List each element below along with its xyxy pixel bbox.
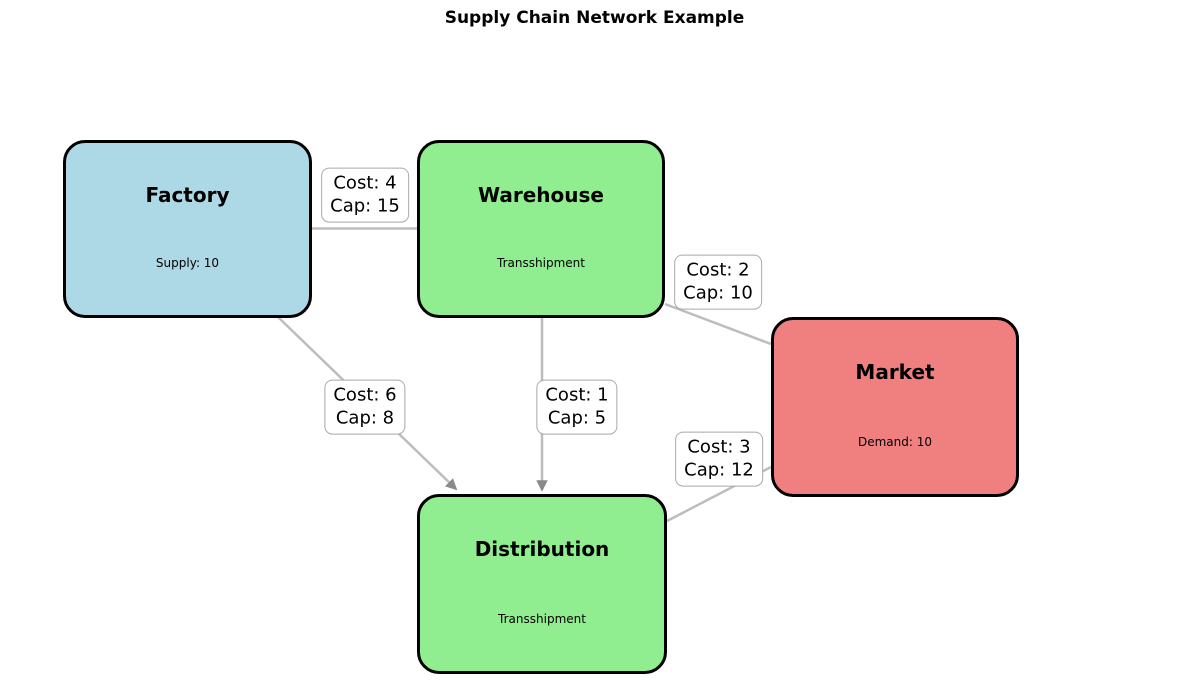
- edge-label-warehouse-distribution: Cost: 1 Cap: 5: [536, 379, 618, 435]
- node-sublabel: Transshipment: [497, 256, 585, 271]
- edge-cap-label: Cap: 12: [684, 460, 754, 481]
- edge-cap-label: Cap: 15: [330, 196, 400, 217]
- edge-cap-label: Cap: 5: [547, 408, 607, 429]
- edge-warehouse-market: [664, 302, 772, 346]
- edge-cap-label: Cap: 10: [683, 283, 753, 304]
- edge-cost-label: Cost: 2: [686, 259, 750, 281]
- node-sublabel: Demand: 10: [857, 434, 932, 449]
- diagram-title: Supply Chain Network Example: [444, 8, 745, 28]
- node-title: Factory: [145, 182, 230, 207]
- node-title: Distribution: [474, 537, 610, 562]
- node-warehouse: Warehouse Transshipment: [417, 140, 665, 318]
- edge-label-distribution-market: Cost: 3 Cap: 12: [675, 431, 763, 487]
- node-title: Warehouse: [478, 182, 604, 207]
- edge-cost-label: Cost: 1: [545, 384, 609, 406]
- edge-cost-label: Cost: 3: [687, 436, 751, 458]
- edge-cost-label: Cost: 4: [333, 172, 397, 194]
- node-sublabel: Supply: 10: [155, 256, 220, 271]
- node-market: Market Demand: 10: [771, 317, 1019, 497]
- node-sublabel: Transshipment: [498, 611, 586, 626]
- edge-cap-label: Cap: 8: [335, 408, 395, 429]
- edge-label-factory-warehouse: Cost: 4 Cap: 15: [321, 167, 409, 223]
- edge-label-warehouse-market: Cost: 2 Cap: 10: [674, 254, 762, 310]
- node-factory: Factory Supply: 10: [63, 140, 312, 318]
- node-distribution: Distribution Transshipment: [417, 494, 667, 674]
- edge-label-factory-distribution: Cost: 6 Cap: 8: [324, 379, 406, 435]
- edge-cost-label: Cost: 6: [333, 384, 397, 406]
- node-title: Market: [855, 360, 935, 385]
